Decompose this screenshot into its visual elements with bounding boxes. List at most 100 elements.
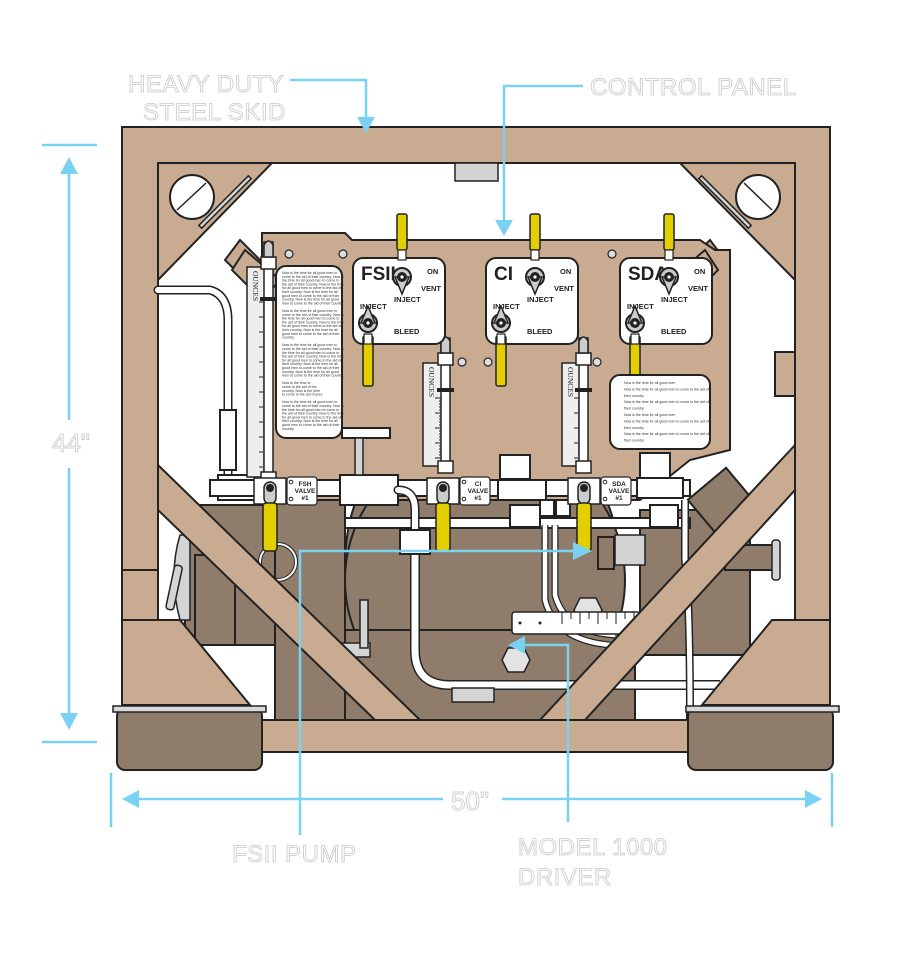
callout-model-1000-driver: MODEL 1000 DRIVER	[508, 636, 667, 891]
callout-skid-line1: HEAVY DUTY	[128, 71, 284, 98]
valve-tag-line: SDA	[612, 481, 626, 488]
gauge-unit-label: OUNCES	[251, 271, 260, 301]
instruction-line: their country	[624, 426, 644, 430]
instruction-line: country.	[282, 427, 295, 431]
dimension-height: 44"	[42, 143, 97, 744]
ruler-ticks	[561, 612, 635, 624]
instruction-line: the time for all good men to come to	[282, 279, 339, 283]
instruction-line: Now is the time for all good men	[624, 413, 675, 417]
svg-text:Now is the time for all good m: Now is the time for all good men tocome …	[282, 271, 344, 431]
label-vent: VENT	[688, 284, 708, 293]
sight-gauge: OUNCES	[246, 240, 277, 485]
panel-title: CI	[494, 264, 513, 285]
label-bleed: BLEED	[527, 327, 553, 336]
callout-control-panel-label: CONTROL PANEL	[590, 74, 797, 101]
valve-lever[interactable]	[262, 502, 278, 552]
instruction-line: to come to the aid of your	[282, 393, 323, 397]
instruction-line: Now is the time for all good men to come…	[624, 400, 709, 404]
instruction-line: country.	[282, 336, 295, 340]
instruction-line: their country. Now is the time for all	[282, 290, 338, 294]
instruction-line: their country. Now is the time for all	[282, 362, 338, 366]
valve-handle[interactable]	[529, 213, 541, 251]
label-vent: VENT	[554, 284, 574, 293]
callout-heavy-duty-steel-skid: HEAVY DUTY STEEL SKID	[128, 71, 375, 133]
valve-tag	[286, 476, 318, 506]
instruction-line: the time for all good men to come to	[282, 408, 339, 412]
skid-runners	[112, 569, 840, 771]
instruction-line: come to the aid of their country. Now is	[282, 313, 344, 317]
label-on: ON	[560, 267, 571, 276]
instruction-line: country. Now is the time for all good	[282, 370, 339, 374]
instruction-line: come to the aid of their country. Now is	[282, 347, 344, 351]
instruction-line: Now is the time for all good men to come…	[624, 419, 709, 423]
instruction-line: the aid of their country. Now is the tim…	[282, 412, 344, 416]
instruction-line: for all good men to come to the aid of	[282, 358, 341, 362]
label-inject-top: INJECT	[661, 295, 688, 304]
callout-control-panel: CONTROL PANEL	[495, 74, 797, 236]
valve-tag	[459, 476, 491, 506]
valve-lever[interactable]	[435, 502, 451, 552]
instruction-line: their country	[624, 407, 644, 411]
callout-driver-line2: DRIVER	[518, 864, 612, 891]
dimension-height-label: 44"	[52, 428, 90, 458]
gauge-unit-label: OUNCES	[566, 367, 575, 397]
valve-tag-line: CI	[475, 481, 482, 488]
instruction-line: the time for all good men to come to	[282, 351, 339, 355]
instruction-line: Now is the time to	[282, 381, 311, 385]
sight-gauges: OUNCES OUNCES OUNCES	[246, 240, 592, 485]
valve-tag-line: VALVE	[468, 488, 489, 495]
label-bleed: BLEED	[661, 327, 687, 336]
instruction-line: for all good men to come to the aid of	[282, 324, 341, 328]
instruction-line: the aid of their country. Now is the tim…	[282, 282, 344, 286]
instruction-line: good men to come to the aid of their	[282, 294, 340, 298]
instruction-line: their country	[624, 439, 644, 443]
valve-lever[interactable]	[576, 502, 592, 552]
valve-handle[interactable]	[396, 213, 408, 251]
instruction-line: for all good men to come to the aid of	[282, 286, 341, 290]
sight-gauge: OUNCES	[422, 336, 454, 474]
sight-gauge: OUNCES	[561, 336, 592, 474]
instruction-line: the aid of their country. Now is the tim…	[282, 355, 344, 359]
instruction-line: Now is the time for all good men to come…	[624, 387, 709, 391]
left-supply-pipe	[153, 285, 261, 501]
instruction-line: come to the aid of the	[282, 385, 317, 389]
valve-tag-line: #1	[615, 495, 623, 502]
instruction-line: for all good men to come to the aid of	[282, 415, 341, 419]
instruction-line: Now is the time for all good men to	[282, 309, 337, 313]
instruction-line: men to come to the aid of their country.	[282, 301, 344, 305]
valve-tag	[600, 476, 632, 506]
valve-tag-line: VALVE	[295, 488, 316, 495]
valve-tag-line: FSH	[299, 481, 312, 488]
instruction-line: Now is the time for all good men to come…	[624, 432, 709, 436]
label-inject-top: INJECT	[527, 295, 554, 304]
instruction-line: good men to come to the aid of their	[282, 366, 340, 370]
valve-tag-line: #1	[474, 495, 482, 502]
label-vent: VENT	[421, 284, 441, 293]
dimension-width-label: 50"	[451, 786, 489, 816]
gauge-unit-label: OUNCES	[427, 367, 436, 397]
valve-handle[interactable]	[663, 213, 675, 251]
label-bleed: BLEED	[394, 327, 420, 336]
valve-tag-line: #1	[301, 495, 309, 502]
label-inject-top: INJECT	[394, 295, 421, 304]
panel-title: SDA	[628, 264, 668, 285]
panel-title: FSII	[361, 264, 396, 285]
instruction-line: men to come to the aid of their country.	[282, 374, 344, 378]
instruction-line: Now is the time for all good men to	[282, 400, 337, 404]
label-inject-bottom: INJECT	[627, 302, 654, 311]
instruction-line: come to the aid of their country. Now is	[282, 404, 344, 408]
instruction-line: Now is the time for all good men to	[282, 271, 337, 275]
instruction-line: their country	[624, 394, 644, 398]
instruction-line: come to the aid of their country. Now is	[282, 275, 344, 279]
callout-fsii-pump: FSII PUMP	[232, 542, 592, 868]
